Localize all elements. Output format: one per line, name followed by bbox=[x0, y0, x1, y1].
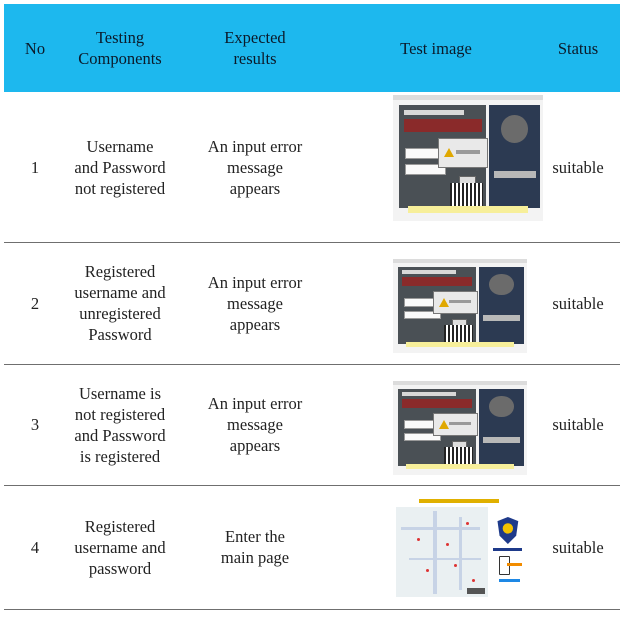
testing-component: Registered username and unregistered Pas… bbox=[74, 262, 166, 344]
barcode-graphic bbox=[443, 446, 474, 464]
main-page-map-screenshot bbox=[393, 496, 525, 600]
status-strip bbox=[406, 463, 514, 470]
university-emblem bbox=[501, 115, 528, 143]
header-expected-results: Expected results bbox=[224, 28, 286, 68]
university-emblem bbox=[489, 274, 514, 295]
map-pin-icon bbox=[465, 522, 469, 525]
login-error-screenshot bbox=[393, 259, 527, 353]
map-road bbox=[459, 516, 462, 590]
row-divider bbox=[4, 364, 620, 365]
row-divider bbox=[4, 242, 620, 243]
map-pin-icon bbox=[453, 563, 457, 567]
table-row: 2 Registered username and unregistered Pa… bbox=[4, 242, 620, 364]
expected-result: An input error message appears bbox=[207, 136, 303, 198]
table-row: 1 Username and Password not registered An … bbox=[4, 92, 620, 242]
testing-component: Username is not registered and Password … bbox=[74, 383, 166, 466]
barcode-graphic bbox=[443, 324, 474, 342]
status-label: suitable bbox=[552, 157, 604, 177]
label-line bbox=[493, 548, 523, 552]
window-titlebar bbox=[393, 259, 527, 263]
map-road bbox=[432, 510, 437, 594]
testing-component: Username and Password not registered bbox=[74, 136, 166, 198]
header-testing-components: Testing Components bbox=[78, 28, 162, 68]
warning-icon bbox=[438, 420, 449, 430]
login-error-screenshot bbox=[393, 381, 527, 475]
logo-caption bbox=[493, 170, 536, 179]
map-road bbox=[408, 558, 482, 561]
label-line bbox=[506, 562, 523, 566]
status-label: suitable bbox=[552, 537, 604, 557]
error-text bbox=[456, 150, 480, 155]
password-field bbox=[403, 432, 441, 442]
header-no: No bbox=[24, 38, 46, 58]
expected-result: An input error message appears bbox=[207, 394, 303, 455]
table-row: 3 Username is not registered and Password… bbox=[4, 364, 620, 485]
map-pin-icon bbox=[445, 542, 449, 546]
map-pin-icon bbox=[472, 579, 476, 583]
expected-result: Enter the main page bbox=[220, 527, 290, 567]
header-status: Status bbox=[557, 38, 599, 58]
row-divider bbox=[4, 485, 620, 486]
password-field bbox=[405, 164, 446, 176]
university-emblem bbox=[489, 396, 514, 417]
row-number: 4 bbox=[30, 537, 40, 557]
emblem-icon bbox=[496, 516, 520, 544]
logo-caption bbox=[482, 437, 521, 444]
table-row: 4 Registered username and password Enter t… bbox=[4, 485, 620, 609]
expected-result: An input error message appears bbox=[207, 272, 303, 334]
header-test-image: Test image bbox=[400, 38, 472, 58]
map-pin-icon bbox=[416, 537, 420, 541]
password-field bbox=[403, 310, 441, 320]
red-banner bbox=[403, 118, 482, 132]
status-label: suitable bbox=[552, 415, 604, 434]
map-control bbox=[466, 587, 486, 594]
row-number: 1 bbox=[30, 157, 40, 177]
label-line bbox=[498, 579, 520, 583]
app-title-bar bbox=[403, 110, 464, 116]
app-title-bar bbox=[402, 392, 456, 397]
logo-caption bbox=[482, 315, 521, 322]
row-number: 2 bbox=[30, 293, 40, 313]
map-area bbox=[395, 507, 489, 597]
window-titlebar bbox=[393, 95, 543, 101]
error-text bbox=[449, 300, 471, 304]
status-label: suitable bbox=[552, 293, 604, 313]
row-divider bbox=[4, 609, 620, 610]
warning-icon bbox=[444, 147, 454, 157]
testing-component: Registered username and password bbox=[74, 516, 166, 578]
status-strip bbox=[408, 205, 528, 214]
warning-icon bbox=[438, 298, 449, 308]
barcode-graphic bbox=[450, 183, 483, 206]
status-strip bbox=[406, 341, 514, 348]
red-banner bbox=[402, 398, 473, 409]
row-number: 3 bbox=[30, 415, 40, 434]
error-text bbox=[449, 422, 471, 426]
map-title-bar bbox=[419, 499, 499, 504]
app-title-bar bbox=[402, 270, 456, 275]
table-header: No Testing Components Expected results T… bbox=[4, 4, 620, 92]
map-pin-icon bbox=[426, 568, 429, 572]
login-error-screenshot bbox=[393, 95, 543, 221]
red-banner bbox=[402, 276, 473, 287]
map-road bbox=[400, 527, 481, 531]
window-titlebar bbox=[393, 381, 527, 385]
